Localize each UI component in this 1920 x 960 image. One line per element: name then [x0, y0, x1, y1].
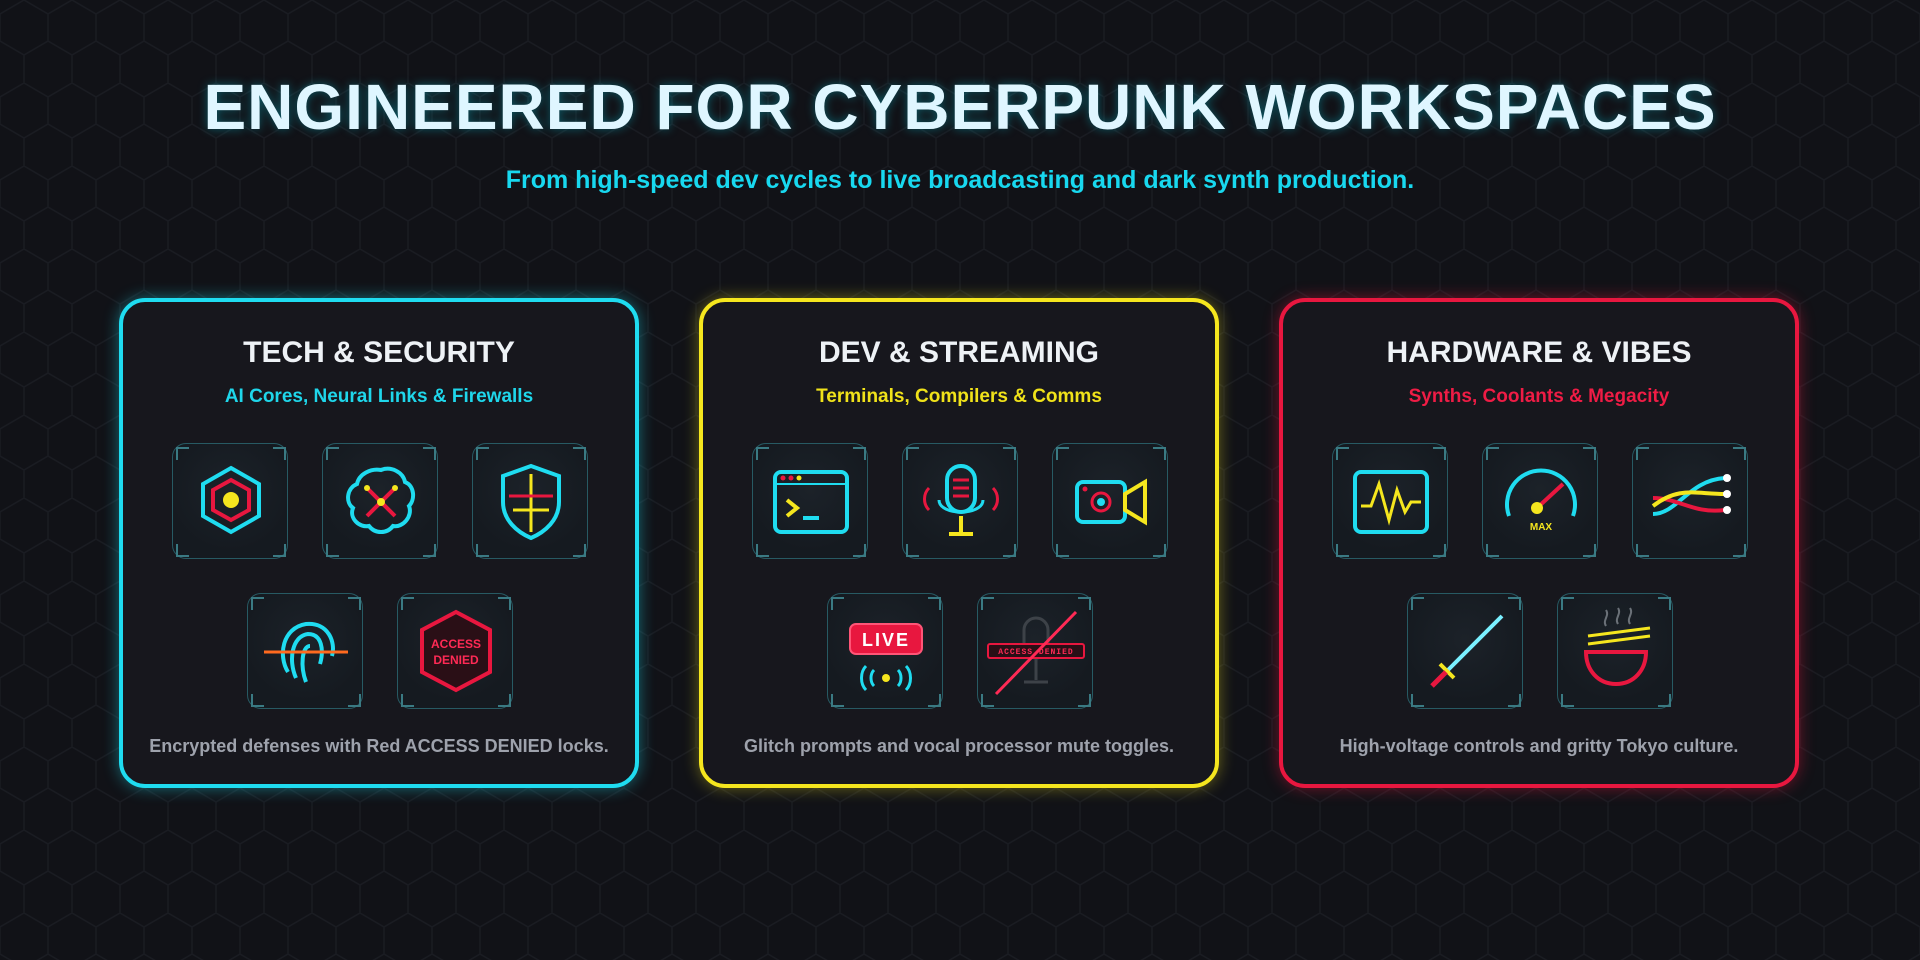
access-denied-hexagon-icon: ACCESS DENIED [420, 609, 492, 693]
patch-cables-tile[interactable] [1632, 443, 1748, 559]
katana-sword-icon [1430, 614, 1504, 688]
neural-link-tile[interactable] [322, 443, 438, 559]
terminal-tile[interactable] [752, 443, 868, 559]
firewall-tile[interactable] [472, 443, 588, 559]
patch-cables-icon [1651, 474, 1731, 516]
ramen-tile[interactable] [1557, 593, 1673, 709]
panel-title: DEV & STREAMING [818, 336, 1100, 369]
live-tile[interactable]: LIVE [827, 593, 943, 709]
neural-link-brain-icon [346, 466, 416, 534]
panel-subtitle: Terminals, Compilers & Comms [816, 386, 1102, 407]
page-subtitle: From high-speed dev cycles to live broad… [505, 166, 1415, 194]
katana-tile[interactable] [1407, 593, 1523, 709]
gauge-tile[interactable]: MAX [1482, 443, 1598, 559]
microphone-tile[interactable] [902, 443, 1018, 559]
fingerprint-scan-icon [264, 621, 348, 683]
panel-tech-security: TECH & SECURITY AI Cores, Neural Links &… [119, 298, 639, 788]
panel-title: TECH & SECURITY [243, 336, 515, 369]
fingerprint-tile[interactable] [247, 593, 363, 709]
terminal-window-icon [773, 470, 849, 534]
ai-core-tile[interactable] [172, 443, 288, 559]
panel-subtitle: AI Cores, Neural Links & Firewalls [224, 386, 534, 407]
live-label: LIVE [862, 630, 910, 650]
badge-line-1: ACCESS [431, 637, 481, 651]
muted-microphone-icon: ACCESS DENIED [987, 610, 1085, 696]
video-camera-icon [1075, 478, 1147, 526]
camera-tile[interactable] [1052, 443, 1168, 559]
panel-description: Encrypted defenses with Red ACCESS DENIE… [149, 736, 609, 756]
ramen-bowl-icon [1583, 607, 1651, 687]
panel-hardware-vibes: HARDWARE & VIBES Synths, Coolants & Mega… [1279, 298, 1799, 788]
ai-core-hexagon-icon [201, 465, 261, 535]
firewall-shield-icon [501, 463, 561, 541]
podcast-microphone-icon [923, 464, 999, 536]
panel-description: High-voltage controls and gritty Tokyo c… [1339, 736, 1739, 756]
oscilloscope-tile[interactable] [1332, 443, 1448, 559]
panel-subtitle: Synths, Coolants & Megacity [1408, 386, 1670, 407]
panel-title: HARDWARE & VIBES [1386, 336, 1692, 369]
oscilloscope-waveform-icon [1353, 470, 1429, 534]
badge-line-2: DENIED [433, 653, 479, 667]
access-denied-tile[interactable]: ACCESS DENIED [397, 593, 513, 709]
muted-mic-tile[interactable]: ACCESS DENIED [977, 593, 1093, 709]
panel-description: Glitch prompts and vocal processor mute … [743, 736, 1175, 756]
page-title: ENGINEERED FOR CYBERPUNK WORKSPACES [203, 71, 1717, 143]
panel-dev-streaming: DEV & STREAMING Terminals, Compilers & C… [699, 298, 1219, 788]
live-broadcast-icon: LIVE [849, 623, 923, 692]
gauge-label: MAX [1530, 522, 1553, 533]
speed-gauge-icon: MAX [1505, 468, 1577, 533]
